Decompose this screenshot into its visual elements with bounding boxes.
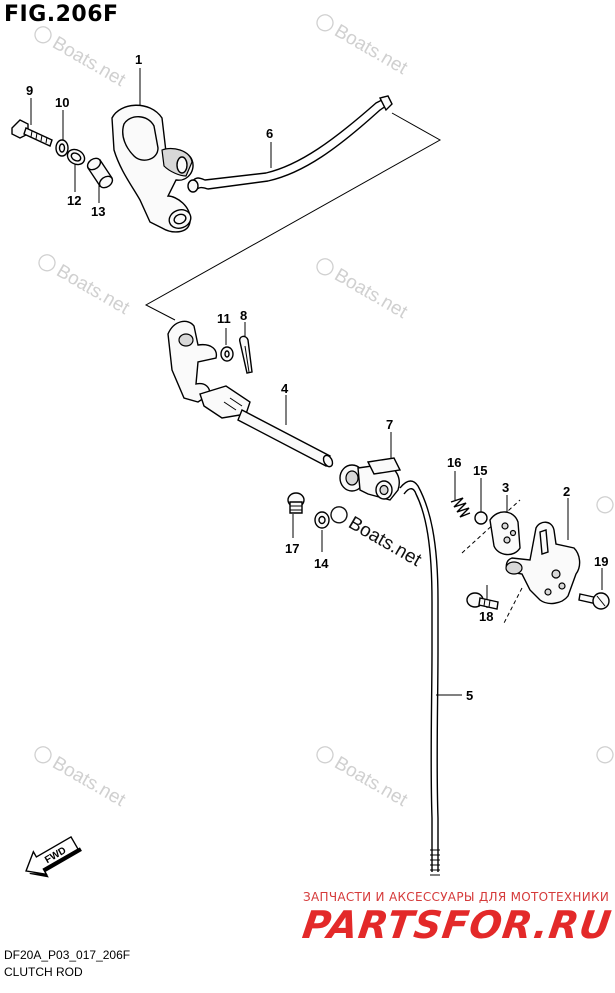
svg-text:Boats.net: Boats.net <box>331 265 412 324</box>
rod-part-6 <box>187 95 393 193</box>
part-number: 6 <box>266 126 273 141</box>
svg-text:Boats.net: Boats.net <box>331 753 412 812</box>
watermark <box>596 496 614 514</box>
lever-assembly-part-2 <box>505 521 581 605</box>
svg-text:Boats.net: Boats.net <box>49 33 130 92</box>
part-number: 1 <box>135 52 142 67</box>
part-number-labels: 1 2 3 4 5 6 7 8 9 10 11 12 13 14 15 16 1… <box>26 52 608 703</box>
watermark: Boats.net <box>316 14 412 80</box>
screw-part-19 <box>578 592 610 610</box>
part-number: 12 <box>67 193 81 208</box>
footer-watermark-subtitle: ЗАПЧАСТИ И АКСЕССУАРЫ ДЛЯ МОТОТЕХНИКИ <box>303 890 610 904</box>
watermark: Boats.net <box>38 254 134 320</box>
part-number: 5 <box>466 688 473 703</box>
part-number: 4 <box>281 381 289 396</box>
assembly-lines <box>144 112 523 626</box>
watermark: Boats.net <box>316 258 412 324</box>
watermark-dark: Boats.net <box>330 506 426 572</box>
shift-shaft-part-4 <box>167 320 334 468</box>
fwd-arrow-icon: FWD <box>25 835 82 878</box>
part-number: 19 <box>594 554 608 569</box>
collar-part-13 <box>86 157 114 189</box>
figure-code: DF20A_P03_017_206F <box>4 948 131 962</box>
washer-part-12 <box>66 148 86 166</box>
leader-lines <box>30 68 603 696</box>
watermark: Boats.net <box>316 746 412 812</box>
watermark: Boats.net <box>34 26 130 92</box>
svg-text:Boats.net: Boats.net <box>49 753 130 812</box>
cotter-pin-part-8 <box>238 335 253 374</box>
part-number: 13 <box>91 204 105 219</box>
svg-text:Boats.net: Boats.net <box>331 21 412 80</box>
watermark <box>596 746 614 764</box>
part-number: 18 <box>479 609 493 624</box>
clutch-lever-part-1 <box>111 104 194 233</box>
part-number: 7 <box>386 417 393 432</box>
part-number: 2 <box>563 484 570 499</box>
bolt-part-18 <box>466 592 499 610</box>
part-number: 15 <box>473 463 487 478</box>
part-number: 9 <box>26 83 33 98</box>
nut-part-14 <box>314 511 330 529</box>
part-number: 3 <box>502 480 509 495</box>
part-number: 10 <box>55 95 69 110</box>
svg-text:Boats.net: Boats.net <box>345 513 426 572</box>
rod-thread <box>430 849 440 876</box>
cam-part-3 <box>489 511 521 556</box>
clutch-rod-part-5 <box>399 480 440 876</box>
ball-part-15 <box>474 511 488 525</box>
part-number: 16 <box>447 455 461 470</box>
part-number: 17 <box>285 541 299 556</box>
figure-name: CLUTCH ROD <box>4 965 83 979</box>
washer-part-10 <box>55 139 69 157</box>
figure-title: FIG.206F <box>4 2 119 27</box>
footer-watermark-brand: PARTSFOR.RU <box>299 903 615 947</box>
part-number: 8 <box>240 308 247 323</box>
washer-part-11 <box>220 346 234 362</box>
joint-part-7 <box>339 457 402 501</box>
part-number: 14 <box>314 556 329 571</box>
spring-part-16 <box>450 497 471 518</box>
bolt-part-17 <box>287 492 305 514</box>
svg-text:Boats.net: Boats.net <box>53 261 134 320</box>
part-number: 11 <box>217 311 231 326</box>
bolt-part-9 <box>11 119 53 147</box>
watermark: Boats.net <box>34 746 130 812</box>
